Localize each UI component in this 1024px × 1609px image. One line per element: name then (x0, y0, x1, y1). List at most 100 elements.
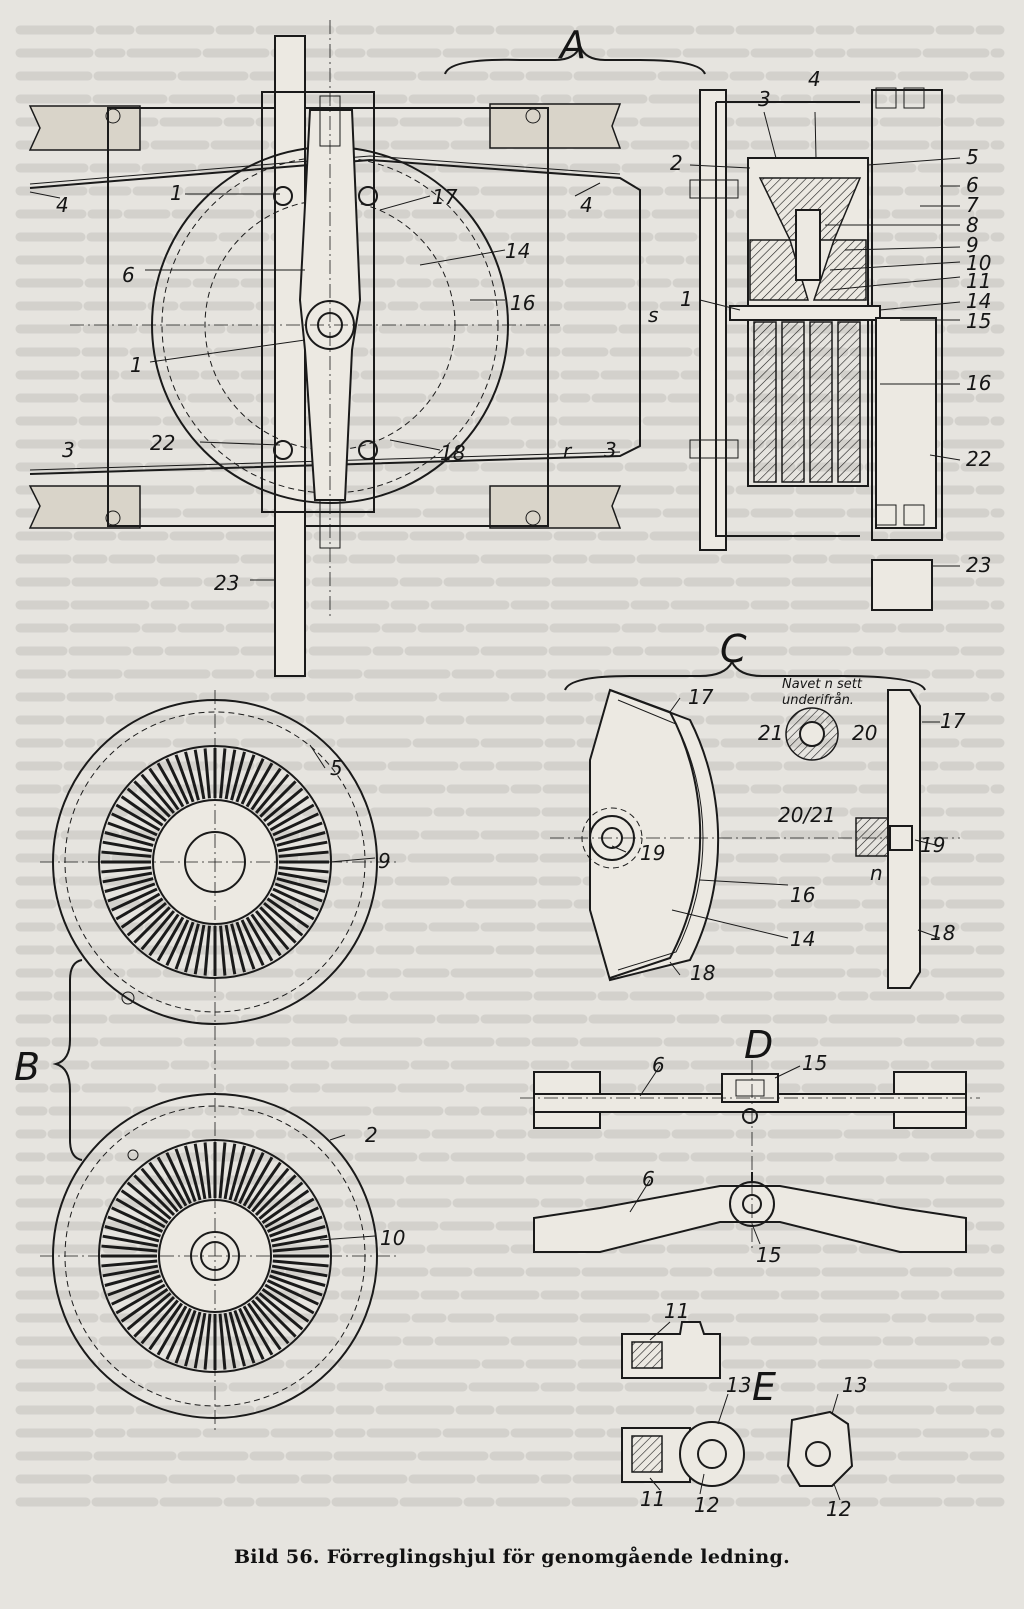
disc-tooth (148, 913, 180, 957)
label-c-n: n (870, 861, 883, 885)
disc-tooth (101, 1259, 158, 1268)
disc-tooth (165, 919, 190, 966)
label-c-20: 20 (852, 721, 877, 745)
disc-tooth (261, 1189, 310, 1224)
disc-tooth (240, 919, 265, 966)
disc-tooth (203, 925, 211, 976)
disc-tooth (193, 749, 206, 800)
disc-tooth (224, 924, 237, 975)
label-side-11: 11 (966, 269, 991, 293)
disc-tooth (251, 1299, 290, 1345)
disc-tooth (230, 923, 246, 973)
label-b-2: 2 (365, 1123, 378, 1147)
disc-tooth (165, 758, 190, 805)
disc-tooth (271, 1264, 328, 1278)
disc-tooth (269, 803, 315, 832)
disc-tooth (107, 882, 156, 903)
disc-tooth (111, 1206, 164, 1233)
view-c: C Navet n sett underifrån. (550, 627, 966, 989)
disc-tooth (242, 1305, 274, 1356)
disc-tooth (148, 1302, 183, 1351)
disc-tooth (259, 906, 297, 944)
label-b-9: 9 (378, 849, 391, 873)
disc-tooth (272, 1244, 329, 1253)
disc-tooth (133, 1295, 176, 1338)
disc-tooth (102, 840, 153, 853)
label-a-14: 14 (505, 239, 530, 263)
disc-tooth (228, 1145, 246, 1201)
disc-tooth (126, 1292, 172, 1331)
disc-tooth (101, 1244, 158, 1253)
label-a-22: 22 (150, 431, 175, 455)
wood-beam (28, 485, 141, 529)
label-c-16: 16 (790, 883, 815, 907)
disc-tooth (278, 850, 329, 858)
label-b-5: 5 (330, 756, 343, 780)
disc-tooth (120, 795, 164, 827)
disc-tooth (184, 923, 200, 973)
disc-tooth (120, 1189, 169, 1224)
disc-tooth (258, 1292, 304, 1331)
label-c-17: 17 (688, 685, 714, 709)
label-a-23: 23 (214, 571, 239, 595)
disc-tooth (184, 1145, 202, 1201)
label-d-6-top: 6 (652, 1053, 665, 1077)
label-side-1: 1 (680, 287, 693, 311)
label-e-13: 13 (726, 1373, 751, 1397)
disc-tooth (203, 1142, 212, 1199)
section-letter-d: D (744, 1023, 773, 1067)
disc-tooth (148, 1161, 183, 1210)
disc-tooth (184, 751, 200, 801)
label-c-21: 21 (758, 721, 783, 745)
label-a-3-left: 3 (62, 438, 75, 462)
disc-tooth (101, 866, 152, 874)
disc-tooth (115, 1283, 166, 1315)
disc-tooth (203, 748, 211, 799)
disc-tooth (274, 882, 323, 903)
label-e-11-bottom: 11 (640, 1487, 665, 1511)
disc-tooth (277, 871, 328, 884)
label-c-20-21: 20/21 (778, 803, 836, 827)
disc-tooth (254, 1295, 297, 1338)
label-a-1-top: 1 (170, 181, 183, 205)
disc-tooth (156, 1305, 188, 1356)
disc-tooth (126, 1181, 172, 1220)
disc-tooth (247, 1161, 282, 1210)
label-c-18-side: 18 (930, 921, 955, 945)
disc-tooth (133, 1174, 176, 1217)
disc-tooth (266, 1279, 319, 1306)
disc-tooth (245, 762, 274, 808)
disc-tooth (264, 1197, 315, 1229)
inset-note-line1: Navet n sett (782, 677, 863, 692)
disc-tooth (254, 910, 290, 951)
label-side-4: 4 (808, 67, 821, 91)
disc-tooth (264, 1283, 315, 1315)
disc-tooth (258, 1181, 304, 1220)
label-d-6-bottom: 6 (642, 1167, 655, 1191)
disc-tooth (270, 1225, 326, 1243)
label-c-19: 19 (640, 841, 665, 865)
label-a-3-right: 3 (604, 438, 617, 462)
disc-tooth (126, 901, 167, 937)
disc-tooth (101, 850, 152, 858)
disc-tooth (193, 924, 206, 975)
disc-tooth (111, 1279, 164, 1306)
disc-tooth (184, 1311, 202, 1367)
label-a-r: r (563, 439, 573, 463)
disc-tooth (224, 749, 237, 800)
disc-tooth (263, 901, 304, 937)
disc-tooth (228, 1311, 246, 1367)
label-c-17-side: 17 (940, 709, 966, 733)
disc-tooth (174, 1148, 197, 1203)
disc-tooth (233, 1148, 256, 1203)
disc-tooth (104, 1225, 160, 1243)
label-c-14: 14 (790, 927, 815, 951)
label-a-4-left: 4 (56, 193, 69, 217)
disc-tooth (276, 831, 326, 847)
disc-tooth (274, 821, 323, 842)
disc-tooth (126, 787, 167, 823)
disc-tooth (156, 762, 185, 808)
label-e-11-top: 11 (664, 1299, 689, 1323)
section-letter-b: B (14, 1045, 40, 1089)
disc-tooth (271, 1234, 328, 1248)
